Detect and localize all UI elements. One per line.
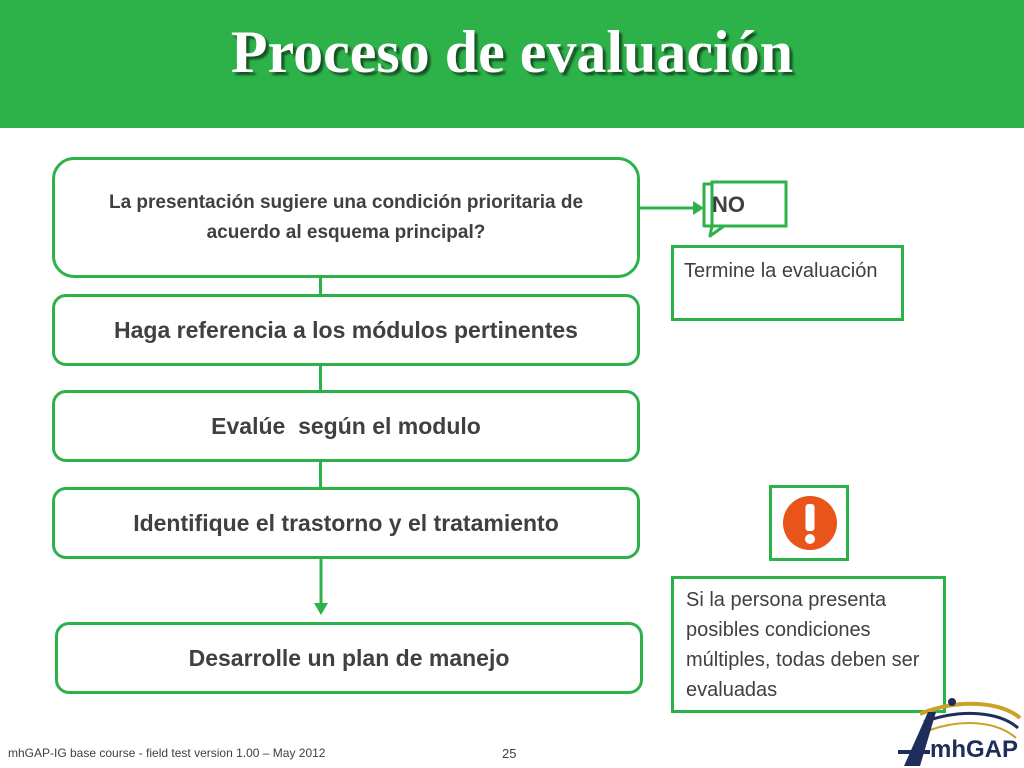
- connector-line: [319, 460, 322, 489]
- step-management-plan-label: Desarrolle un plan de manejo: [188, 644, 510, 671]
- connector-line: [319, 276, 322, 296]
- question-box: La presentación sugiere una condición pr…: [52, 157, 640, 278]
- speech-callout-shape: [702, 180, 788, 238]
- no-label: NO: [712, 192, 745, 217]
- page-number: 25: [502, 746, 517, 761]
- step-refer-modules-label: Haga referencia a los módulos pertinente…: [114, 316, 578, 343]
- question-text: La presentación sugiere una condición pr…: [108, 191, 584, 243]
- exclamation-icon: [783, 496, 837, 550]
- footer-course-text: mhGAP-IG base course - field test versio…: [8, 746, 326, 760]
- connector-line: [319, 364, 322, 392]
- step-management-plan: Desarrolle un plan de manejo: [55, 622, 643, 694]
- step-evaluate-module: Evalúe según el modulo: [52, 390, 640, 462]
- terminate-box: Termine la evaluación: [671, 245, 904, 321]
- slide-title: Proceso de evaluación: [230, 19, 794, 85]
- mhgap-logo-graphic: [898, 698, 1022, 766]
- multiple-conditions-text: Si la persona presenta posibles condicio…: [686, 589, 920, 701]
- down-arrow: [314, 555, 328, 615]
- terminate-text: Termine la evaluación: [684, 260, 878, 282]
- title-bar: Proceso de evaluación: [0, 0, 1024, 128]
- warning-box: [769, 485, 849, 561]
- mhgap-logo-text: mhGAP: [930, 736, 1019, 763]
- right-arrow: [639, 201, 704, 215]
- step-refer-modules: Haga referencia a los módulos pertinente…: [52, 294, 640, 366]
- step-identify-disorder-label: Identifique el trastorno y el tratamient…: [133, 509, 559, 536]
- step-evaluate-module-label: Evalúe según el modulo: [211, 412, 481, 439]
- multiple-conditions-note: Si la persona presenta posibles condicio…: [671, 576, 946, 713]
- step-identify-disorder: Identifique el trastorno y el tratamient…: [52, 487, 640, 559]
- mhgap-logo: mhGAP: [890, 692, 1024, 768]
